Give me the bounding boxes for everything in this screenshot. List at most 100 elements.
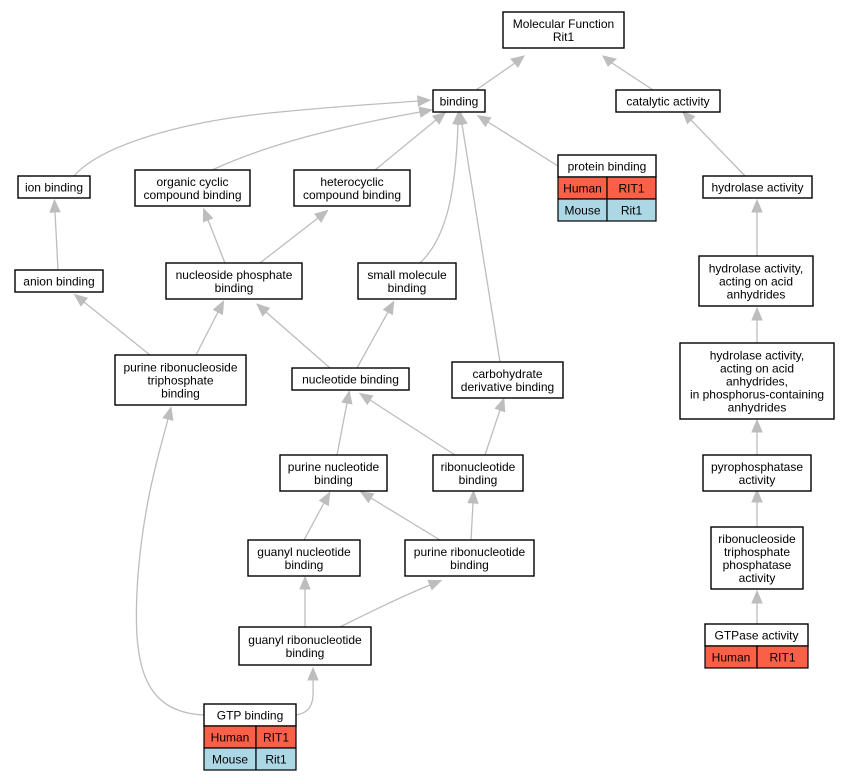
node-label-line: anion binding: [23, 275, 94, 289]
gene-cell-gene: Rit1: [606, 198, 657, 222]
edge-line: [470, 502, 474, 541]
node-box: [293, 169, 411, 207]
node-box: [17, 175, 91, 199]
node-label-line: anhydrides: [728, 401, 787, 415]
node-label-line: anhydrides: [727, 288, 786, 302]
node-label-line: binding: [459, 473, 498, 487]
node-label-line: triphosphate: [724, 545, 790, 559]
node-box: [451, 361, 564, 399]
species-label: Mouse: [212, 753, 248, 767]
node-label-line: hydrolase activity,: [709, 262, 803, 276]
node-box: [615, 89, 721, 113]
edge-nucleoside-phosphate-to-organic-cyclic: [202, 207, 226, 264]
edge-ribonucleotide-to-nucleotide-binding: [358, 392, 456, 456]
gene-label: RIT1: [618, 182, 644, 196]
arrowhead: [456, 110, 468, 126]
node-box: [114, 354, 247, 406]
arrowhead: [751, 488, 763, 503]
node-box: [247, 539, 361, 577]
edge-line: [336, 402, 348, 456]
node-box: [698, 255, 814, 307]
edge-small-molecule-to-binding: [419, 110, 464, 264]
edge-guanyl-nucleotide-to-purine-nucleotide: [303, 491, 331, 541]
node-hydrolase-acid-anhydrides[interactable]: hydrolase activity,acting on acidanhydri…: [698, 255, 814, 307]
species-label: Mouse: [564, 204, 600, 218]
gene-cell-gene: RIT1: [255, 725, 297, 749]
edge-hydrolase-phosphorus-to-hydrolase-acid-anhydrides: [751, 306, 763, 343]
node-nucleotide-binding[interactable]: nucleotide binding: [291, 367, 410, 391]
node-box: [279, 454, 388, 492]
node-label-line: activity: [739, 571, 776, 585]
edge-line: [73, 100, 419, 177]
edge-ribonucleotide-to-carbohydrate-derivative: [484, 397, 506, 456]
node-label-line: heterocyclic: [320, 175, 383, 189]
species-label: Human: [563, 182, 602, 196]
node-hydrolase-phosphorus[interactable]: hydrolase activity,acting on acidanhydri…: [679, 342, 835, 420]
node-label-line: pyrophosphatase: [711, 460, 803, 474]
gene-cell-species: Human: [203, 725, 257, 749]
node-ion-binding[interactable]: ion binding: [17, 175, 91, 199]
edge-purine-ribonucleotide-to-purine-nucleotide: [359, 491, 441, 541]
species-label: Human: [712, 651, 751, 665]
arrowhead: [751, 198, 763, 213]
node-box: [291, 367, 410, 391]
arrowhead: [417, 95, 432, 107]
arrowhead: [751, 306, 763, 321]
arrowhead: [510, 55, 525, 68]
gene-cell-species: Mouse: [203, 747, 257, 771]
node-binding[interactable]: binding: [432, 89, 486, 113]
edge-line: [265, 311, 331, 369]
node-label-line: catalytic activity: [626, 95, 709, 109]
node-label-line: binding: [215, 281, 254, 295]
node-box: [432, 89, 486, 113]
node-box: [357, 262, 457, 300]
edge-heterocyclic-to-binding: [374, 111, 447, 171]
gene-label: Rit1: [265, 753, 287, 767]
node-anion-binding[interactable]: anion binding: [14, 269, 104, 293]
edge-ribonucleoside-tp-phosphatase-to-pyrophosphatase: [751, 488, 763, 527]
gene-cell-gene: Rit1: [255, 747, 297, 771]
node-catalytic-activity[interactable]: catalytic activity: [615, 89, 721, 113]
arrowhead: [602, 55, 618, 67]
node-box: [165, 262, 303, 300]
gene-cell-box: [756, 645, 809, 669]
node-box: [14, 269, 104, 293]
edge-hydrolase-acid-anhydrides-to-hydrolase-activity: [751, 198, 763, 256]
node-ribonucleoside-tp-phosphatase[interactable]: ribonucleosidetriphosphatephosphataseact…: [710, 526, 804, 590]
arrowhead: [681, 110, 696, 125]
node-hydrolase-activity[interactable]: hydrolase activity: [702, 175, 813, 199]
edge-organic-cyclic-to-binding: [211, 106, 434, 171]
arrowhead: [73, 293, 88, 307]
node-label-line: binding: [450, 558, 489, 572]
gene-label: Rit1: [621, 204, 643, 218]
node-label-line: binding: [388, 281, 427, 295]
arrowhead: [418, 106, 434, 118]
node-label-line: derivative binding: [461, 380, 554, 394]
arrowhead: [427, 579, 443, 591]
edge-nucleotide-binding-to-nucleoside-phosphate: [256, 303, 331, 369]
arrowhead: [256, 303, 271, 317]
edge-line: [611, 62, 654, 91]
edge-line: [487, 121, 559, 167]
node-label-line: ion binding: [25, 181, 83, 195]
gene-row-mouse: Mouse Rit1: [203, 747, 297, 771]
edge-line: [419, 123, 459, 264]
node-label-line: organic cyclic: [156, 175, 228, 189]
